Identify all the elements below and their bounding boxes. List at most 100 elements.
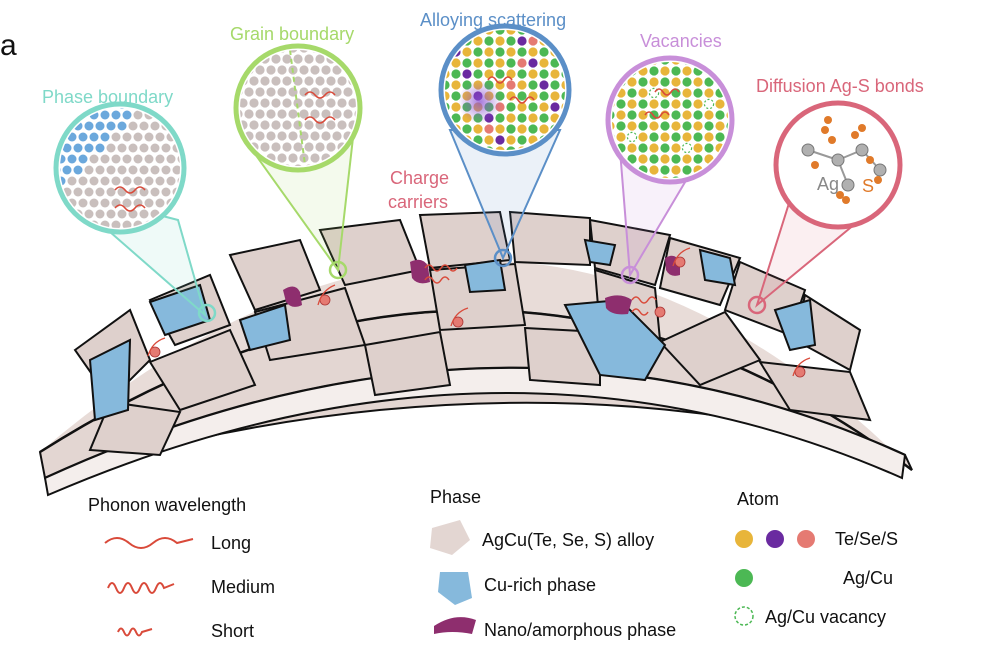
phase-grey-atom xyxy=(139,143,149,153)
grain-atom xyxy=(266,87,276,97)
phase-grey-atom xyxy=(150,143,160,153)
lattice-atom xyxy=(693,132,703,142)
grain-atom xyxy=(348,54,356,64)
phase-grey-atom xyxy=(172,108,180,109)
grain-atom xyxy=(304,142,314,152)
alloy-atom xyxy=(495,58,505,68)
callout-alloying: Alloying scattering xyxy=(420,10,572,268)
alloy-atom xyxy=(473,69,483,79)
phase-grey-atom xyxy=(117,187,127,197)
grain-atom xyxy=(260,120,270,130)
phase-grey-atom xyxy=(150,121,160,131)
slab-front-face xyxy=(43,366,907,497)
callout-diffusion: Ag S Diffusion Ag-S bonds xyxy=(747,76,924,315)
grain-atom xyxy=(271,54,281,64)
legend-alloy-label: AgCu(Te, Se, S) alloy xyxy=(482,530,654,550)
callout-phase-boundary-anchor xyxy=(197,303,217,323)
lattice-atom xyxy=(704,110,714,120)
phase-grey-atom xyxy=(106,187,116,197)
grain-atom xyxy=(277,65,287,75)
grain-atom xyxy=(288,153,298,163)
lattice-atom xyxy=(693,154,703,164)
alloy-atom xyxy=(484,58,494,68)
legend-atom-green xyxy=(735,569,753,587)
legend-cu-rich-label: Cu-rich phase xyxy=(484,575,596,595)
lattice-atom xyxy=(616,66,626,76)
lattice-atom xyxy=(682,154,692,164)
lattice-atom xyxy=(616,62,626,65)
lattice-atom xyxy=(715,121,725,131)
lattice-atom xyxy=(693,143,703,153)
alloy-atom xyxy=(550,80,560,90)
grain-atom xyxy=(332,131,342,141)
phase-blue-atom xyxy=(60,154,66,164)
vacancy-site xyxy=(725,62,728,66)
alloy-atom xyxy=(528,80,538,90)
grain-atom xyxy=(240,50,243,53)
lattice-atom xyxy=(671,99,681,109)
grain-atom xyxy=(326,76,336,86)
phase-grey-atom xyxy=(111,154,121,164)
alloy-atom xyxy=(451,69,461,79)
phase-blue-atom xyxy=(89,132,99,142)
lattice-atom xyxy=(616,110,626,120)
alloy-atom xyxy=(484,124,494,134)
lattice-atom xyxy=(671,154,681,164)
alloy-atom xyxy=(445,47,450,57)
lattice-atom xyxy=(715,66,725,76)
grain-atom xyxy=(354,50,356,53)
lattice-atom xyxy=(704,88,714,98)
phase-grey-atom xyxy=(144,176,154,186)
lattice-atom xyxy=(704,121,714,131)
grain-atom xyxy=(260,142,270,152)
alloy-atom xyxy=(539,113,549,123)
phase-grey-atom xyxy=(111,132,121,142)
grain-atom xyxy=(343,87,353,97)
charge-carriers-label-line2: carriers xyxy=(388,192,448,212)
callout-diffusion-title: Diffusion Ag-S bonds xyxy=(756,76,924,96)
grain-atom xyxy=(277,87,287,97)
phase-blue-atom xyxy=(100,132,110,142)
alloy-atom xyxy=(451,113,461,123)
legend-phonon-short: Short xyxy=(211,621,254,641)
legend-phonon-long: Long xyxy=(211,533,251,553)
lattice-atom xyxy=(638,77,648,87)
phase-grey-atom xyxy=(155,154,165,164)
lattice-atom xyxy=(693,77,703,87)
alloy-atom xyxy=(561,124,565,134)
alloy-atom xyxy=(445,91,450,101)
phase-grey-atom xyxy=(166,110,176,120)
alloy-atom xyxy=(473,36,483,46)
alloy-atom xyxy=(462,47,472,57)
alloy-atom xyxy=(528,102,538,112)
grain-atom xyxy=(240,164,248,166)
alloy-atom xyxy=(484,36,494,46)
legend-atom-yellow xyxy=(735,530,753,548)
lattice-atom xyxy=(627,88,637,98)
lattice-atom xyxy=(693,99,703,109)
legend-phonon-medium: Medium xyxy=(211,577,275,597)
lattice-atom xyxy=(660,66,670,76)
lattice-atom xyxy=(627,154,637,164)
callout-grain-boundary-title: Grain boundary xyxy=(230,24,354,44)
alloy-atom xyxy=(561,146,565,150)
alloy-atom xyxy=(517,36,527,46)
phase-grey-atom xyxy=(139,187,149,197)
alloy-atom xyxy=(506,58,516,68)
grain-atom xyxy=(343,109,353,119)
grain-atom xyxy=(249,76,259,86)
lattice-atom xyxy=(627,77,637,87)
alloy-atom xyxy=(495,146,505,150)
grain-atom xyxy=(332,109,342,119)
alloy-atom xyxy=(517,69,527,79)
lattice-atom xyxy=(682,121,692,131)
lattice-atom xyxy=(627,121,637,131)
alloy-atom xyxy=(517,91,527,101)
grain-atom xyxy=(266,131,276,141)
phase-blue-atom xyxy=(95,121,105,131)
grain-atom xyxy=(315,76,325,86)
lattice-atom xyxy=(726,66,728,76)
alloy-atom xyxy=(561,91,565,101)
lattice-atom xyxy=(715,165,725,175)
